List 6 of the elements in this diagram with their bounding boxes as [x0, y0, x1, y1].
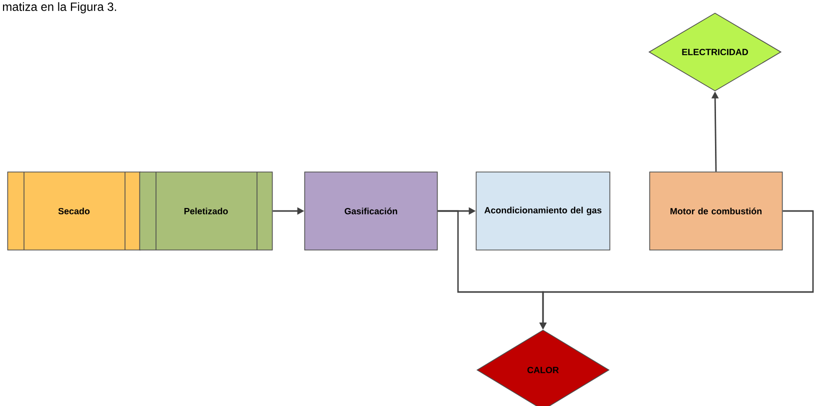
process-box: Acondicionamiento del gas	[476, 172, 610, 250]
process-box: Secado	[7, 172, 141, 250]
process-box: Gasificación	[304, 172, 438, 250]
process-box: Peletizado	[139, 172, 273, 250]
process-box: Motor de combustión	[649, 172, 783, 250]
caption-text: matiza en la Figura 3.	[3, 2, 116, 14]
